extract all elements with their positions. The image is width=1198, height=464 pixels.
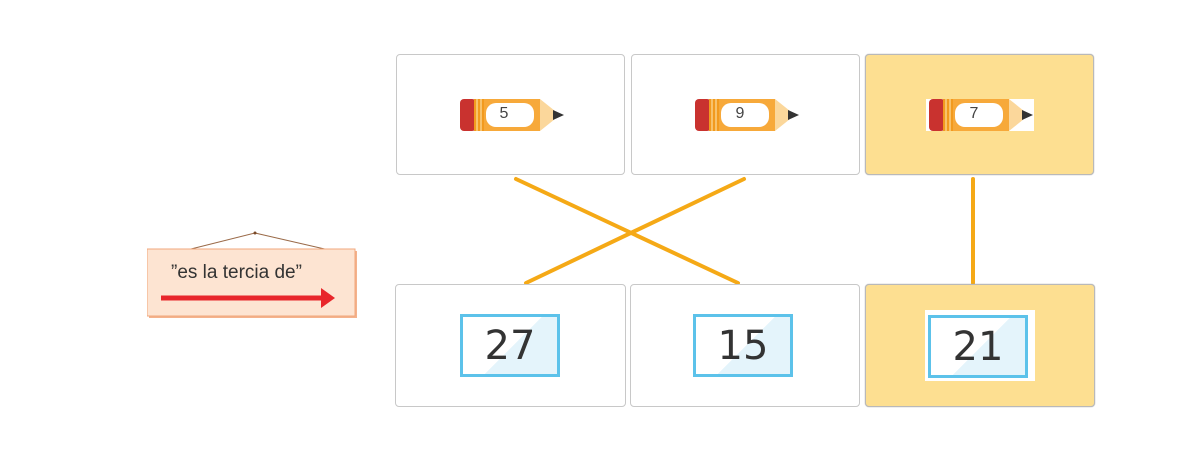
connector-line-5-15 [514, 177, 740, 285]
number-box: 27 [460, 314, 560, 377]
pencil-value: 7 [969, 105, 979, 122]
number-box: 21 [928, 315, 1028, 378]
number-card-27[interactable]: 27 [395, 284, 626, 407]
rule-sign: ”es la tercia de” [146, 231, 361, 326]
number-box: 15 [693, 314, 793, 377]
number-card-15[interactable]: 15 [630, 284, 860, 407]
pencil-value: 9 [735, 105, 745, 122]
pencil-icon [460, 99, 564, 131]
pencil-card-5[interactable]: 5 [396, 54, 625, 175]
number-card-21[interactable]: 21 [865, 284, 1095, 407]
rule-sign-board [146, 231, 357, 318]
pencil-card-9[interactable]: 9 [631, 54, 860, 175]
pencil-icon [695, 99, 799, 131]
pencil-icon [929, 99, 1033, 131]
connector-line-9-27 [524, 177, 746, 285]
pencil-card-7[interactable]: 7 [865, 54, 1094, 175]
rule-sign-label: ”es la tercia de” [171, 262, 302, 283]
pencil-value: 5 [499, 105, 509, 122]
